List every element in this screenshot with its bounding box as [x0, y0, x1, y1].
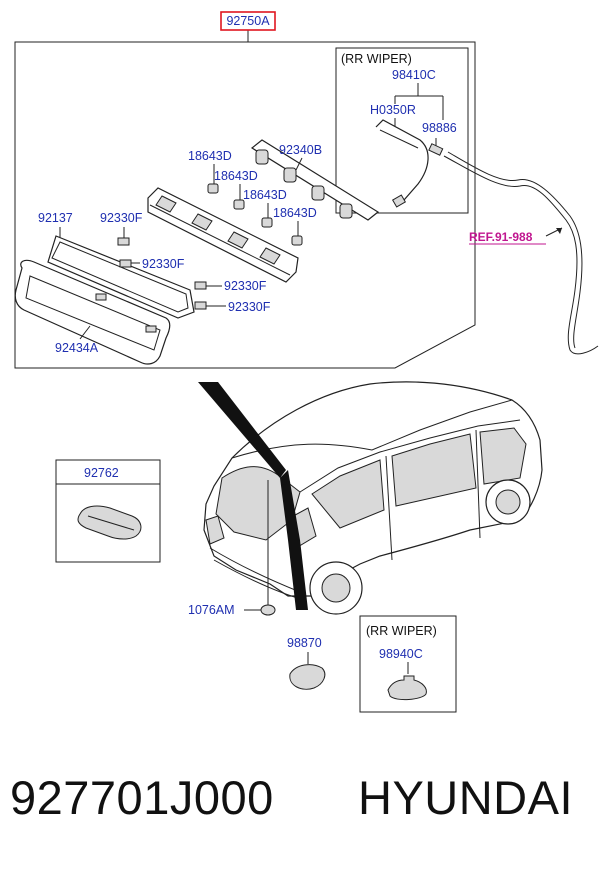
cap: 98870 — [287, 636, 326, 690]
label-98940C: 98940C — [379, 647, 423, 661]
ref-callout[interactable]: REF.91-988 — [469, 227, 563, 245]
clip-2 — [119, 259, 132, 268]
label-rr-wiper-top: (RR WIPER) — [341, 52, 412, 66]
cover-inset: 92762 — [55, 459, 161, 563]
label-92330F-2: 92330F — [142, 257, 185, 271]
clips: 92330F 92330F 92330F 92330F — [100, 211, 271, 314]
part-number: 927701J000 — [10, 771, 274, 824]
clip-1 — [117, 237, 130, 246]
label-92330F-1: 92330F — [100, 211, 143, 225]
label-H0350R: H0350R — [370, 103, 416, 117]
assembly-callout[interactable]: 92750A — [220, 11, 276, 31]
rr-wiper-inset-top: (RR WIPER) 98410C H0350R 98886 — [335, 47, 469, 214]
gasket — [47, 235, 195, 319]
parts-diagram: 92750A (RR WIPER) 98410C H0350R 98886 RE… — [14, 11, 599, 713]
label-18643D-2: 18643D — [214, 169, 258, 183]
bulb-1 — [207, 183, 219, 194]
label-18643D-1: 18643D — [188, 149, 232, 163]
label-18643D-4: 18643D — [273, 206, 317, 220]
label-92762: 92762 — [84, 466, 119, 480]
assembly-frame — [14, 30, 476, 369]
rr-wiper-inset-bottom: (RR WIPER) 98940C — [359, 615, 457, 713]
label-92340B: 92340B — [279, 143, 322, 157]
grommet: 1076AM — [188, 480, 276, 617]
pointer-band-1 — [198, 382, 286, 478]
washer-hose-line — [443, 155, 599, 355]
lens — [14, 259, 171, 365]
footer: 927701J000 HYUNDAI — [0, 770, 613, 840]
brand-name: HYUNDAI — [358, 771, 574, 824]
label-92137: 92137 — [38, 211, 73, 225]
label-92330F-3: 92330F — [224, 279, 267, 293]
clip-3 — [194, 281, 207, 290]
lamp-housing — [147, 187, 299, 283]
label-98886: 98886 — [422, 121, 457, 135]
label-ref-91-988: REF.91-988 — [469, 230, 533, 244]
label-92330F-4: 92330F — [228, 300, 271, 314]
bulb-3 — [261, 217, 273, 228]
pointer-band-2 — [280, 470, 308, 610]
hose-part — [375, 119, 429, 205]
label-92434A: 92434A — [55, 341, 99, 355]
nozzle-part — [428, 143, 444, 156]
label-92750A: 92750A — [226, 14, 270, 28]
highlight-box — [220, 11, 276, 31]
clip-4 — [194, 301, 207, 310]
wiper-grommet-part — [387, 675, 427, 701]
hose-connector — [391, 194, 407, 208]
label-18643D-3: 18643D — [243, 188, 287, 202]
label-rr-wiper-bottom: (RR WIPER) — [366, 624, 437, 638]
label-98410C: 98410C — [392, 68, 436, 82]
socket-strip — [250, 139, 380, 221]
bulb-2 — [233, 199, 245, 210]
cap-part — [289, 664, 326, 690]
bulbs: 18643D 18643D 18643D 18643D — [188, 149, 317, 246]
label-1076AM: 1076AM — [188, 603, 235, 617]
label-98870: 98870 — [287, 636, 322, 650]
car-illustration — [203, 381, 543, 615]
bulb-4 — [291, 235, 303, 246]
